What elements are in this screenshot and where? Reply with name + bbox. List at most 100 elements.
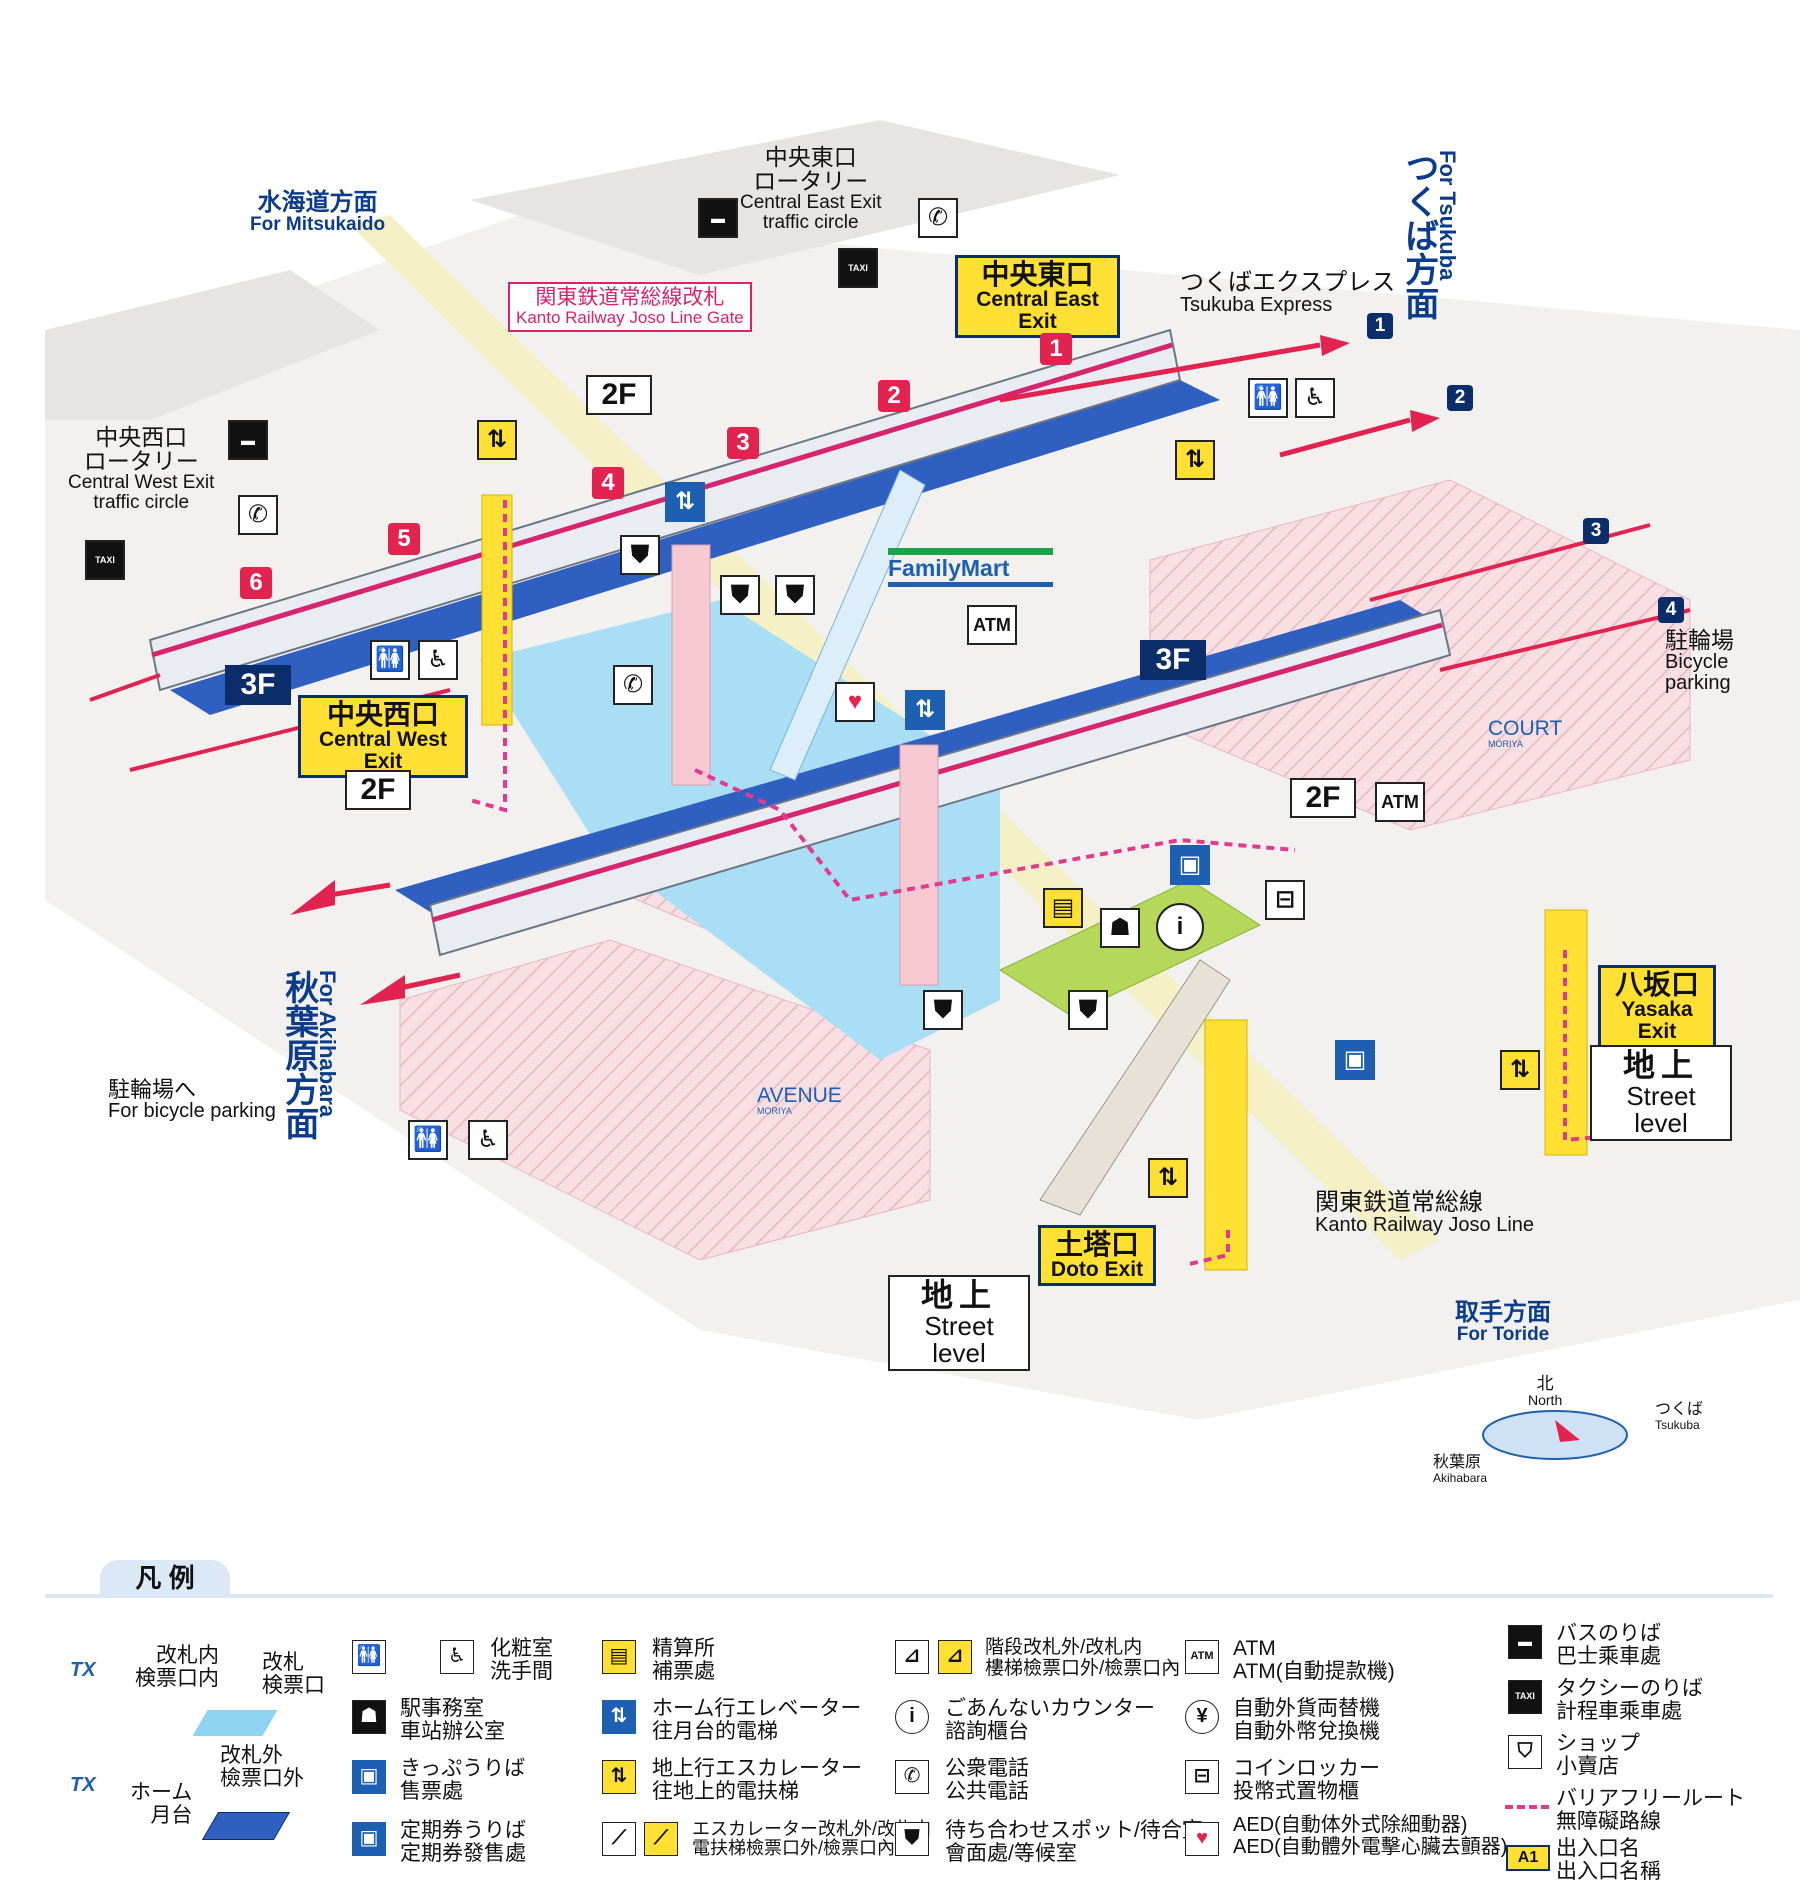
rotary-west-label: 中央西口 ロータリー Central West Exit traffic cir… <box>68 424 215 514</box>
phone-icon: ✆ <box>613 665 653 705</box>
legend-exchange-icon: ¥ <box>1185 1700 1219 1734</box>
wheelchair-icon: ♿ <box>1295 378 1335 418</box>
station-office-icon: ☗ <box>1100 908 1140 948</box>
legend-ticket: きっぷうりば售票處 <box>400 1757 526 1803</box>
taxi-icon: TAXI <box>85 540 125 580</box>
toilet-icon: 🚻 <box>408 1120 448 1160</box>
wheelchair-icon: ♿ <box>468 1120 508 1160</box>
waiting-spot-icon: ⛊ <box>923 990 963 1030</box>
elevator-street-icon: ⇅ <box>1500 1050 1540 1090</box>
escalator-doto <box>1039 959 1231 1216</box>
legend-shop-icon: ⛉ <box>1508 1735 1542 1769</box>
elevator-street-icon: ⇅ <box>1175 440 1215 480</box>
elevator-doto <box>1204 1019 1248 1271</box>
legend: 凡 例 TX TX 改札内 検票口内 改札 検票口 改札外 檢票口外 ホーム 月… <box>0 1560 1819 1895</box>
exit-central-west[interactable]: 中央西口 Central West Exit <box>298 695 468 779</box>
legend-exchange: 自動外貨両替機自動外幣兌換機 <box>1233 1697 1380 1743</box>
platform-number-5: 5 <box>388 523 420 555</box>
compass-disc <box>1482 1410 1628 1460</box>
legend-platform: ホーム 月台 <box>130 1781 193 1827</box>
legend-phone-icon: ✆ <box>895 1760 929 1794</box>
information-icon[interactable]: i <box>1156 903 1204 951</box>
platform-number-1: 1 <box>1040 333 1072 365</box>
tsukuba-express-label: つくばエクスプレス Tsukuba Express <box>1180 269 1396 317</box>
legend-pass-icon: ▣ <box>352 1822 386 1856</box>
legend-phone: 公衆電話公共電話 <box>945 1757 1029 1803</box>
legend-gate-outside: 改札外 檢票口外 <box>220 1744 304 1790</box>
legend-waiting: 待ち合わせスポット/待合室會面處/等候室 <box>945 1819 1203 1865</box>
elevator-platform-icon: ⇅ <box>665 482 705 522</box>
aed-icon: ♥ <box>835 682 875 722</box>
direction-toride: 取手方面 For Toride <box>1455 1299 1551 1346</box>
west-rotary-slab <box>45 270 380 420</box>
floor-2f-west: 2F <box>345 770 411 810</box>
escalator-concourse <box>769 469 926 781</box>
waiting-spot-icon: ⛊ <box>720 575 760 615</box>
legend-gate-inside: 改札内 検票口内 <box>135 1644 219 1690</box>
legend-waiting-icon: ⛊ <box>895 1822 929 1856</box>
waiting-spot-icon: ⛊ <box>1068 990 1108 1030</box>
elevator-pink-1 <box>671 544 711 786</box>
rail-arrow-1 <box>999 342 1321 403</box>
compass-akihabara: 秋葉原 Akihabara <box>1433 1454 1488 1485</box>
bicycle-parking-label: 駐輪場 Bicycle parking <box>1665 627 1734 695</box>
east-rotary-slab <box>470 120 1120 275</box>
elevator-street-icon: ⇅ <box>1148 1158 1188 1198</box>
exit-yasaka[interactable]: 八坂口 Yasaka Exit <box>1598 965 1716 1049</box>
legend-elevator-platform-icon: ⇅ <box>602 1700 636 1734</box>
legend-bus-icon: ▬ <box>1508 1625 1542 1659</box>
legend-aed-icon: ♥ <box>1185 1822 1219 1856</box>
legend-wheelchair-icon: ♿ <box>440 1640 474 1674</box>
floor-3f-upper: 3F <box>225 665 291 705</box>
bus-icon: ▬ <box>698 198 738 238</box>
floor-2f-east: 2F <box>586 375 652 415</box>
platform-number-6: 6 <box>240 567 272 599</box>
floor-2f-center: 2F <box>1290 778 1356 818</box>
avenue-shop: AVENUE MORIYA <box>757 1084 842 1117</box>
legend-fare-icon: ▤ <box>602 1640 636 1674</box>
direction-akihabara: 秋葉原方面 For Akihabara <box>279 970 340 1140</box>
rail-arrow-akihabara <box>290 880 335 915</box>
wheelchair-icon: ♿ <box>418 640 458 680</box>
legend-aed: AED(自動体外式除細動器)AED(自動體外電擊心臟去顫器) <box>1233 1814 1508 1858</box>
bicycle-to-label: 駐輪場へ For bicycle parking <box>108 1077 276 1123</box>
floor-3f-lower: 3F <box>1140 640 1206 680</box>
elevator-street-icon: ⇅ <box>477 420 517 460</box>
legend-barrier: バリアフリールート無障礙路線 <box>1556 1787 1745 1833</box>
legend-platform-swatch <box>201 1812 291 1840</box>
legend-elevator-street-icon: ⇅ <box>602 1760 636 1794</box>
compass-tsukuba: つくば Tsukuba <box>1655 1401 1704 1432</box>
legend-atm-icon: ATM <box>1185 1640 1219 1674</box>
legend-shop: ショップ小賣店 <box>1556 1732 1640 1778</box>
elevator-pink-2 <box>899 744 939 986</box>
tx-track-1: 1 <box>1367 313 1393 339</box>
tx-track-4: 4 <box>1658 597 1684 623</box>
legend-fare: 精算所補票處 <box>652 1637 715 1683</box>
tx-logo: TX <box>70 1659 96 1681</box>
legend-exitname: 出入口名出入口名稱 <box>1556 1837 1661 1883</box>
compass-north: 北 North <box>1528 1374 1563 1408</box>
phone-icon: ✆ <box>918 198 958 238</box>
legend-escalator: エスカレーター改札外/改札内電扶梯檢票口外/檢票口內 <box>692 1819 931 1859</box>
legend-barrier-free-swatch <box>1505 1805 1549 1809</box>
exit-doto[interactable]: 土塔口 Doto Exit <box>1038 1225 1156 1287</box>
legend-toilet: 化粧室洗手間 <box>490 1637 553 1683</box>
legend-elev-platform: ホーム行エレベーター往月台的電梯 <box>652 1697 862 1743</box>
legend-office-icon: ☗ <box>352 1700 386 1734</box>
pass-ticket-icon: ▣ <box>1335 1040 1375 1080</box>
legend-exitname-swatch: A1 <box>1506 1845 1550 1871</box>
exit-central-east[interactable]: 中央東口 Central East Exit <box>955 255 1120 339</box>
atm-icon: ATM <box>967 605 1017 645</box>
legend-gate: 改札 検票口 <box>262 1651 325 1697</box>
legend-pass: 定期券うりば定期券發售處 <box>400 1819 526 1865</box>
train-upper-stripe <box>151 342 1173 658</box>
rail-line-4 <box>1439 608 1691 672</box>
tx-track-3: 3 <box>1583 518 1609 544</box>
direction-tsukuba: つくば方面 For Tsukuba <box>1399 150 1460 320</box>
direction-mitsukaido: 水海道方面 For Mitsukaido <box>250 189 386 236</box>
legend-office: 駅事務室車站辦公室 <box>400 1697 505 1743</box>
ticket-icon: ▣ <box>1170 845 1210 885</box>
court-shop: COURT MORIYA <box>1488 717 1563 750</box>
legend-ticket-icon: ▣ <box>352 1760 386 1794</box>
legend-info: ごあんないカウンター諮詢櫃台 <box>945 1697 1155 1743</box>
